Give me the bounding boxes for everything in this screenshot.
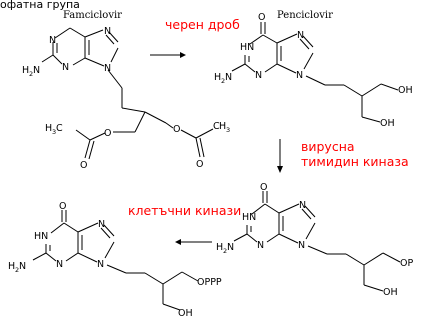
svg-text:N: N	[296, 70, 303, 81]
svg-text:N: N	[104, 63, 111, 74]
svg-text:O: O	[173, 124, 180, 135]
svg-text:N: N	[33, 65, 40, 76]
svg-text:OH: OH	[383, 287, 398, 298]
step-liver-label: черен дроб	[165, 17, 240, 32]
svg-text:H: H	[45, 123, 52, 134]
arrow-viral-kinase	[277, 139, 283, 173]
svg-text:O: O	[258, 12, 265, 23]
svg-text:N: N	[56, 259, 63, 270]
svg-text:H: H	[216, 242, 223, 253]
svg-text:3: 3	[52, 128, 56, 136]
svg-text:O: O	[104, 128, 111, 139]
famciclovir-name: Famciclovir	[63, 10, 122, 21]
svg-text:N: N	[225, 72, 232, 83]
svg-text:OPPP: OPPP	[197, 277, 222, 288]
svg-text:HN: HN	[242, 212, 256, 223]
penciclovir-monophosphate-structure: O HN N N N H 2 N OP OH	[216, 182, 413, 298]
svg-text:HN: HN	[34, 231, 48, 242]
svg-text:N: N	[257, 240, 264, 251]
arrow-cell-kinases	[175, 239, 212, 245]
svg-text:N: N	[97, 259, 104, 270]
svg-text:N: N	[299, 200, 306, 211]
svg-text:H: H	[22, 65, 29, 76]
svg-text:N: N	[62, 62, 69, 73]
header-fragment: офатна група	[0, 0, 80, 11]
svg-text:N: N	[104, 26, 111, 37]
svg-text:O: O	[196, 159, 203, 170]
svg-text:C: C	[213, 121, 220, 132]
step-cell-kinases-label: клетъчни кинази	[128, 203, 241, 218]
svg-text:2: 2	[223, 247, 227, 255]
arrow-liver	[150, 52, 186, 58]
step-viral-kinase-label-2: тимидин киназа	[301, 154, 409, 169]
svg-text:2: 2	[29, 70, 33, 78]
svg-text:H: H	[214, 72, 221, 83]
penciclovir-name: Penciclovir	[277, 10, 333, 21]
svg-text:N: N	[255, 70, 262, 81]
penciclovir-structure: Penciclovir O HN N N N H 2	[214, 10, 413, 129]
svg-text:HN: HN	[240, 42, 254, 53]
svg-text:2: 2	[221, 77, 225, 85]
svg-text:N: N	[298, 240, 305, 251]
svg-text:OH: OH	[178, 308, 193, 319]
svg-text:N: N	[49, 35, 56, 46]
svg-text:O: O	[260, 182, 267, 193]
svg-text:N: N	[98, 219, 105, 230]
step-viral-kinase-label-1: вирусна	[301, 139, 355, 154]
svg-text:N: N	[297, 30, 304, 41]
svg-text:OH: OH	[380, 118, 395, 129]
svg-text:H: H	[219, 121, 226, 132]
svg-text:OP: OP	[400, 258, 413, 269]
svg-text:H: H	[8, 261, 15, 272]
svg-text:O: O	[80, 160, 87, 171]
svg-text:C: C	[56, 123, 63, 134]
svg-text:N: N	[227, 242, 234, 253]
svg-text:N: N	[19, 261, 26, 272]
svg-text:3: 3	[226, 126, 230, 134]
svg-text:2: 2	[15, 266, 19, 274]
svg-text:O: O	[59, 201, 66, 212]
penciclovir-triphosphate-structure: O HN N N N H 2 N OPPP OH	[8, 201, 222, 319]
famciclovir-structure: Famciclovir N N N	[22, 10, 230, 171]
svg-text:OH: OH	[398, 85, 413, 96]
